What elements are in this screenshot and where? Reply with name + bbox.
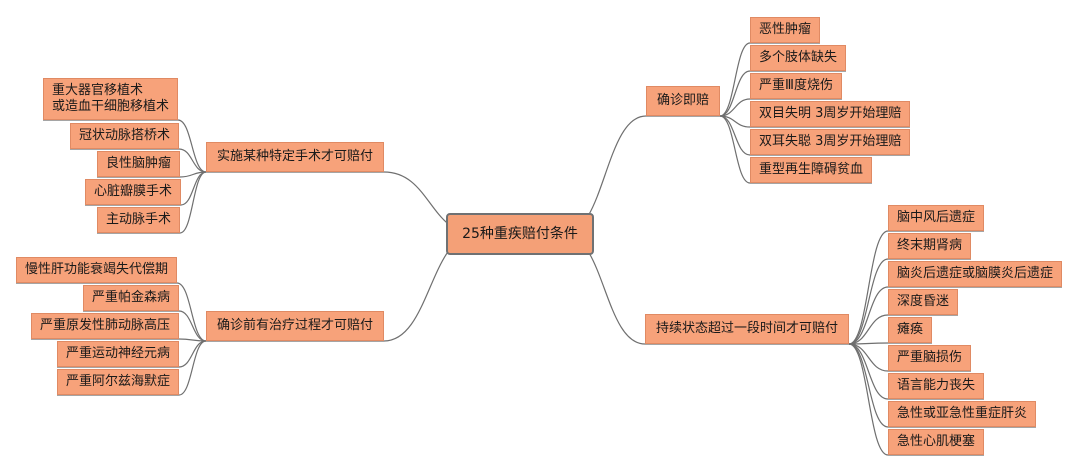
leaf-surgery-5: 主动脉手术 xyxy=(97,207,181,233)
leaf-immediate-5: 双耳失聪 3周岁开始理赔 xyxy=(750,129,911,155)
leaf-surgery-4: 心脏瓣膜手术 xyxy=(85,179,182,205)
leaf-immediate-1: 恶性肿瘤 xyxy=(750,17,821,43)
link-branch-duration-leaf-7 xyxy=(848,343,889,400)
link-branch-treatment-leaf-4 xyxy=(178,340,207,368)
leaf-surgery-3: 良性脑肿瘤 xyxy=(97,151,181,177)
link-branch-duration-leaf-3 xyxy=(848,286,889,345)
leaf-duration-8: 急性或亚急性重症肝炎 xyxy=(888,401,1037,427)
leaf-treatment-1: 慢性肝功能衰竭失代偿期 xyxy=(16,257,178,283)
leaf-immediate-4: 双目失明 3周岁开始理赔 xyxy=(750,101,911,127)
link-branch-treatment-leaf-1 xyxy=(176,282,207,342)
link-branch-immediate-leaf-3 xyxy=(719,98,751,117)
branch-treatment: 确诊前有治疗过程才可赔付 xyxy=(206,311,385,341)
leaf-treatment-5: 严重阿尔兹海默症 xyxy=(57,369,180,395)
link-branch-treatment-leaf-2 xyxy=(178,310,207,342)
leaf-treatment-4: 严重运动神经元病 xyxy=(57,341,180,367)
leaf-duration-2: 终末期肾病 xyxy=(888,233,972,259)
leaf-duration-6: 严重脑损伤 xyxy=(888,345,972,371)
link-branch-immediate-leaf-6 xyxy=(719,115,751,184)
link-branch-duration-leaf-1 xyxy=(848,230,889,345)
link-branch-duration-leaf-9 xyxy=(848,343,889,456)
leaf-immediate-6: 重型再生障碍贫血 xyxy=(750,157,873,183)
leaf-duration-3: 脑炎后遗症或脑膜炎后遗症 xyxy=(888,261,1063,287)
leaf-duration-1: 脑中风后遗症 xyxy=(888,205,985,231)
leaf-treatment-3: 严重原发性肺动脉高压 xyxy=(31,313,180,339)
link-branch-surgery-leaf-5 xyxy=(179,171,207,234)
leaf-duration-4: 深度昏迷 xyxy=(888,289,959,315)
link-branch-immediate-leaf-1 xyxy=(719,42,751,117)
branch-surgery: 实施某种特定手术才可赔付 xyxy=(206,142,385,172)
leaf-surgery-1: 重大器官移植术 或造血干细胞移植术 xyxy=(43,78,179,120)
leaf-duration-5: 瘫痪 xyxy=(888,317,933,343)
leaf-duration-7: 语言能力丧失 xyxy=(888,373,985,399)
link-branch-surgery-leaf-2 xyxy=(178,148,207,173)
link-branch-duration-leaf-4 xyxy=(848,314,889,345)
link-branch-duration-leaf-2 xyxy=(848,258,889,345)
link-branch-surgery-leaf-1 xyxy=(177,119,207,173)
branch-immediate: 确诊即赔 xyxy=(646,86,721,116)
leaf-immediate-3: 严重Ⅲ度烧伤 xyxy=(750,73,842,99)
branch-duration: 持续状态超过一段时间才可赔付 xyxy=(645,314,850,344)
root-node: 25种重疾赔付条件 xyxy=(446,213,594,255)
link-branch-treatment-leaf-5 xyxy=(178,340,207,396)
link-branch-immediate-leaf-2 xyxy=(719,70,751,117)
link-branch-duration-leaf-8 xyxy=(848,343,889,428)
leaf-surgery-2: 冠状动脉搭桥术 xyxy=(70,123,180,149)
leaf-duration-9: 急性心肌梗塞 xyxy=(888,429,985,455)
leaf-immediate-2: 多个肢体缺失 xyxy=(750,45,847,71)
leaf-treatment-2: 严重帕金森病 xyxy=(83,285,180,311)
